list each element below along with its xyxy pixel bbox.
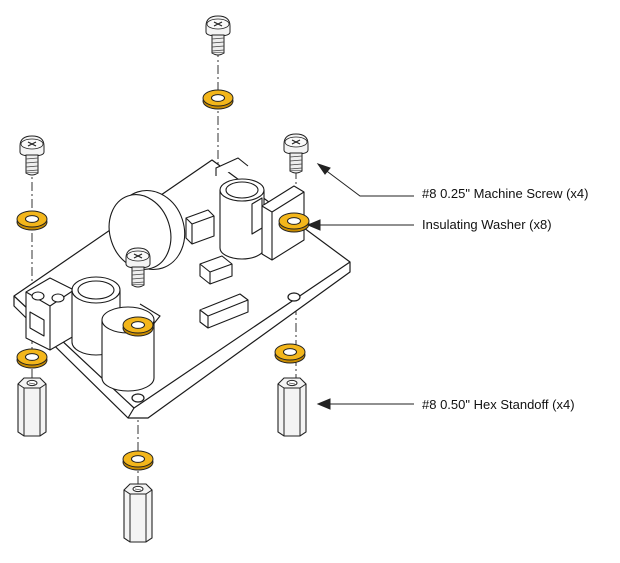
insulating-washer-label: Insulating Washer (x8) <box>422 217 552 232</box>
capacitor-front <box>101 303 161 392</box>
screw-right <box>283 133 309 174</box>
screw-left <box>19 135 45 176</box>
standoff-left <box>17 377 47 437</box>
washer-top <box>202 89 234 110</box>
callout-leaders <box>306 163 414 410</box>
standoff-center <box>123 483 153 543</box>
smd-components <box>185 209 249 329</box>
hex-standoff-label: #8 0.50" Hex Standoff (x4) <box>422 397 575 412</box>
terminal-block <box>25 277 75 351</box>
washer-left-upper <box>16 210 48 231</box>
washer-left-lower <box>16 348 48 369</box>
machine-screw-label: #8 0.25" Machine Screw (x4) <box>422 186 589 201</box>
washer-center-upper <box>122 316 154 337</box>
screw-top <box>205 15 231 56</box>
washer-right-lower <box>274 343 306 364</box>
standoff-right <box>277 377 307 437</box>
washer-right-upper <box>278 212 310 233</box>
washer-center-lower <box>122 450 154 471</box>
